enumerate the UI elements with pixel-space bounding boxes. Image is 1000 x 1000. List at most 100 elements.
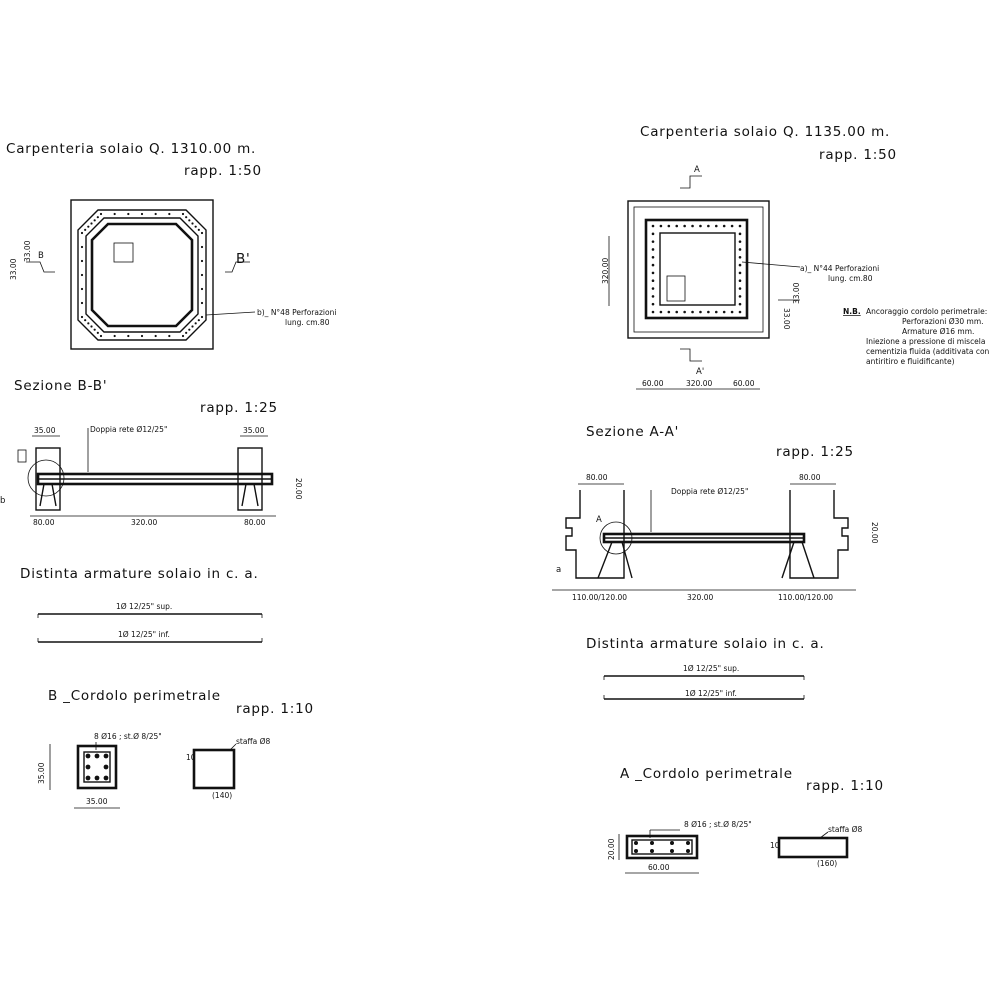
svg-text:33.00: 33.00	[792, 282, 801, 304]
rebar-dot	[103, 764, 109, 770]
perforation-dot	[651, 232, 655, 236]
right-rebar-inf: 1Ø 12/25" inf.	[685, 689, 737, 698]
right-rebar-list: Distinta armature solaio in c. a. 1Ø 12/…	[586, 636, 824, 700]
right-wall-left	[565, 490, 625, 579]
perforation-dot	[738, 295, 742, 298]
perforation-dot	[714, 310, 718, 314]
rebar-dot	[85, 764, 91, 770]
left-net-label: Doppia rete Ø12/25"	[90, 425, 167, 434]
left-slab-edge	[90, 222, 194, 328]
left-dim-20: 20.00	[294, 478, 303, 500]
perforation-dot	[181, 212, 185, 216]
perforation-dot	[127, 212, 130, 216]
left-curb-section	[76, 744, 118, 790]
right-stirrup-10: 10	[770, 841, 780, 850]
right-perforation-label: a)_ N°44 Perforazioni	[800, 264, 879, 273]
perforation-dot	[699, 310, 702, 314]
perforation-dot	[651, 287, 655, 290]
right-section-mark-a: A	[694, 165, 700, 175]
perforation-dot	[730, 310, 734, 314]
right-nb-line3: Armature Ø16 mm.	[902, 327, 974, 336]
left-perforation-label: b)_ N°48 Perforazioni	[257, 308, 336, 317]
left-plan-outline	[70, 199, 214, 350]
perforation-dot	[691, 224, 694, 228]
left-dim-80-left: 80.00	[33, 518, 55, 527]
rebar-dot	[670, 849, 674, 853]
perforation-dot	[80, 315, 84, 319]
right-curb-outer	[644, 218, 749, 320]
perforation-dot	[651, 255, 655, 259]
right-curb-detail: A _Cordolo perimetrale rapp. 1:10 8 Ø16 …	[607, 766, 884, 874]
left-stirrup-10: 10	[186, 753, 196, 762]
perforation-dot	[738, 279, 742, 283]
perforation-dot	[191, 325, 194, 328]
perforation-dot	[651, 248, 655, 251]
right-dim-20: 20.00	[870, 522, 879, 544]
right-dim-80-right: 80.00	[799, 473, 821, 482]
left-curb-outer	[77, 209, 207, 341]
left-curb-bars: 8 Ø16 ; st.Ø 8/25"	[94, 732, 162, 741]
right-dim-33-b: 33.00	[782, 308, 791, 330]
left-dim-320: 320.00	[131, 518, 157, 527]
left-dim-80-right: 80.00	[244, 518, 266, 527]
svg-text:33.00: 33.00	[782, 308, 791, 330]
left-section-mark-b2-line	[225, 261, 250, 273]
rebar-dot	[103, 775, 109, 781]
perforation-dot	[181, 334, 185, 338]
perforation-dot	[659, 224, 663, 228]
perforation-dot	[80, 231, 84, 235]
perforation-dot	[84, 319, 87, 322]
right-nb-line5: cementizia fluida (additivata con	[866, 347, 990, 356]
perforation-dot	[659, 310, 663, 314]
right-perforation-length: lung. cm.80	[828, 274, 873, 283]
perforation-dot	[722, 310, 726, 314]
perforation-dot	[185, 331, 188, 334]
rebar-dot	[670, 841, 674, 845]
right-section-mark-a2-line	[680, 348, 702, 362]
perforation-dot	[185, 216, 188, 219]
left-rebar-inf: 1Ø 12/25" inf.	[118, 630, 170, 639]
perforation-dot	[675, 224, 679, 228]
perforation-dot	[80, 301, 84, 305]
rebar-dot	[686, 849, 690, 853]
right-anchor-1	[597, 541, 613, 579]
right-nb-head: N.B.	[843, 307, 861, 316]
perforation-dot	[93, 328, 96, 331]
right-dim-110-left: 110.00/120.00	[572, 593, 627, 602]
right-anchor-3	[781, 541, 795, 579]
left-dim-35-right: 35.00	[243, 426, 265, 435]
perforation-dot	[127, 334, 130, 338]
perforation-dot	[99, 334, 103, 338]
right-dim-110-right: 110.00/120.00	[778, 593, 833, 602]
svg-text:20.00: 20.00	[870, 522, 879, 544]
svg-text:33.00: 33.00	[9, 258, 18, 280]
perforation-dot	[197, 319, 200, 322]
left-stirrup-len: (140)	[212, 791, 232, 800]
perforation-dot	[707, 310, 710, 314]
svg-text:20.00: 20.00	[294, 478, 303, 500]
perforation-dot	[90, 222, 93, 225]
perforation-dot	[200, 287, 204, 291]
perforation-dot	[113, 334, 116, 338]
right-section-title: Sezione A-A'	[586, 424, 679, 440]
perforation-dot	[188, 328, 191, 331]
left-perforation-dots	[80, 212, 204, 338]
perforation-dot	[197, 228, 200, 231]
rebar-dot	[634, 841, 638, 845]
left-stirrup-shape	[192, 748, 236, 790]
left-section-scale: rapp. 1:25	[200, 400, 278, 416]
perforation-dot	[738, 310, 742, 314]
right-stirrup-len: (160)	[817, 859, 837, 868]
perforation-dot	[96, 216, 99, 219]
right-curb-scale: rapp. 1:10	[806, 778, 884, 794]
perforation-dot	[738, 263, 742, 267]
perforation-dot	[722, 224, 726, 228]
perforation-dot	[188, 219, 191, 222]
rebar-dot	[634, 849, 638, 853]
perforation-dot	[194, 322, 197, 325]
left-wall-cap	[17, 449, 27, 463]
perforation-dot	[738, 248, 742, 251]
right-plan-scale: rapp. 1:50	[819, 147, 897, 163]
perforation-dot	[80, 273, 84, 277]
